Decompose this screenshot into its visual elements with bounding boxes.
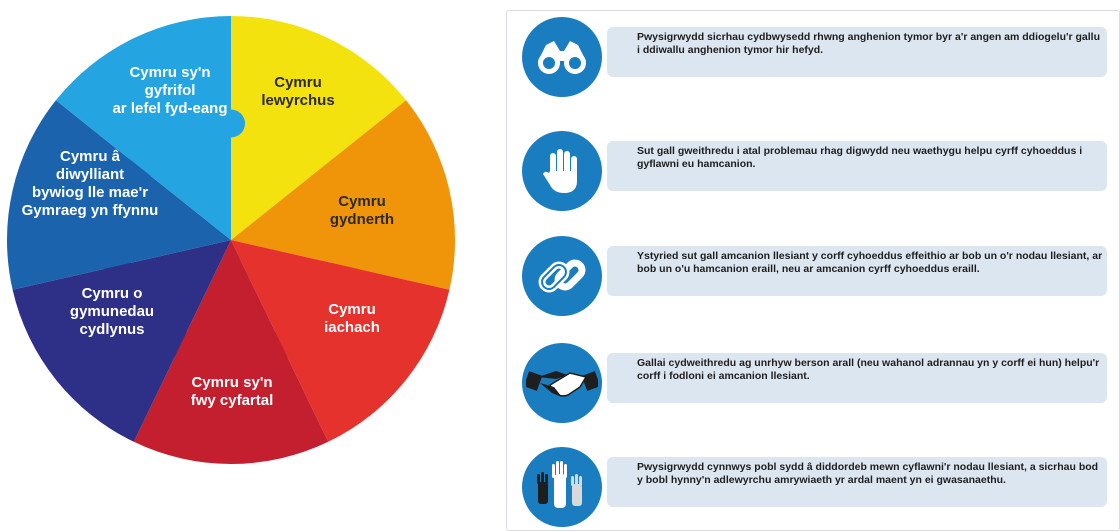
wheel-segment-global <box>55 16 232 240</box>
wheel-label-line: Cymru sy'n <box>129 64 210 81</box>
way-row-long-term: Pwysigrwydd sicrhau cydbwysedd rhwng ang… <box>519 17 1115 97</box>
wheel-label-line: lewyrchus <box>261 92 334 109</box>
way-text: Gallai cydweithredu ag unrhyw berson ara… <box>637 357 1100 382</box>
way-row-collaboration: Gallai cydweithredu ag unrhyw berson ara… <box>519 343 1115 423</box>
wheel-segment-equal <box>133 240 329 464</box>
way-text-bar <box>607 141 1107 191</box>
wheel-label-line: Gymraeg yn ffynnu <box>22 202 159 219</box>
way-text-bar <box>607 353 1107 403</box>
wheel-label-line: Cymru <box>328 301 376 318</box>
collaboration-icon-circle <box>522 343 602 423</box>
wheel-label-line: Cymru <box>338 193 386 210</box>
wheel-segment-healthier <box>231 240 450 442</box>
way-text: Sut gall gweithredu i atal problemau rha… <box>637 145 1083 170</box>
wheel-label-line: diwylliant <box>56 166 124 183</box>
wheel-label-line: bywiog lle mae'r <box>32 184 148 201</box>
integration-icon-circle <box>522 236 602 316</box>
wheel-label-line: ar lefel fyd-eang <box>112 100 227 117</box>
handshake-icon <box>526 371 598 397</box>
chain-link-icon <box>538 259 586 293</box>
hand-icon <box>543 149 577 193</box>
wheel-label-line: cydlynus <box>79 321 144 338</box>
involvement-icon-circle <box>522 447 602 527</box>
way-text-bar <box>607 457 1107 507</box>
prevention-icon-circle <box>522 131 602 211</box>
wheel-label-line: gyfrifol <box>145 82 196 99</box>
binoculars-icon <box>538 41 586 74</box>
wheel-segment-prosperous <box>231 16 407 240</box>
wheel-segment-culture <box>6 100 231 290</box>
raised-hands-icon <box>537 461 582 508</box>
five-ways-panel: Pwysigrwydd sicrhau cydbwysedd rhwng ang… <box>506 10 1120 531</box>
way-text: Ystyried sut gall amcanion llesiant y co… <box>637 250 1103 275</box>
wheel-label-line: Cymru â <box>60 148 121 165</box>
way-row-prevention: Sut gall gweithredu i atal problemau rha… <box>519 131 1115 211</box>
way-text: Pwysigrwydd sicrhau cydbwysedd rhwng ang… <box>637 31 1100 56</box>
way-row-integration: Ystyried sut gall amcanion llesiant y co… <box>519 236 1115 316</box>
way-row-involvement: Pwysigrwydd cynnwys pobl sydd â diddorde… <box>519 447 1115 527</box>
puzzle-knob <box>217 109 245 138</box>
way-text-bar <box>607 27 1107 77</box>
wheel-label-line: fwy cyfartal <box>191 392 274 409</box>
wheel-label-line: Cymru sy'n <box>191 374 272 391</box>
wheel-label-line: gydnerth <box>330 211 394 228</box>
way-text: Pwysigrwydd cynnwys pobl sydd â diddorde… <box>637 461 1099 486</box>
wheel-segment-resilient <box>231 100 456 290</box>
way-text-bar <box>607 246 1107 296</box>
wheel-label-line: iachach <box>324 319 380 336</box>
wheel-label-line: gymunedau <box>70 303 154 320</box>
wheel-label-line: Cymru o <box>82 285 143 302</box>
wheel-label-line: Cymru <box>274 74 322 91</box>
wheel-segment-cohesive <box>12 240 231 442</box>
wheel-segments <box>6 16 456 464</box>
long-term-icon-circle <box>522 17 602 97</box>
